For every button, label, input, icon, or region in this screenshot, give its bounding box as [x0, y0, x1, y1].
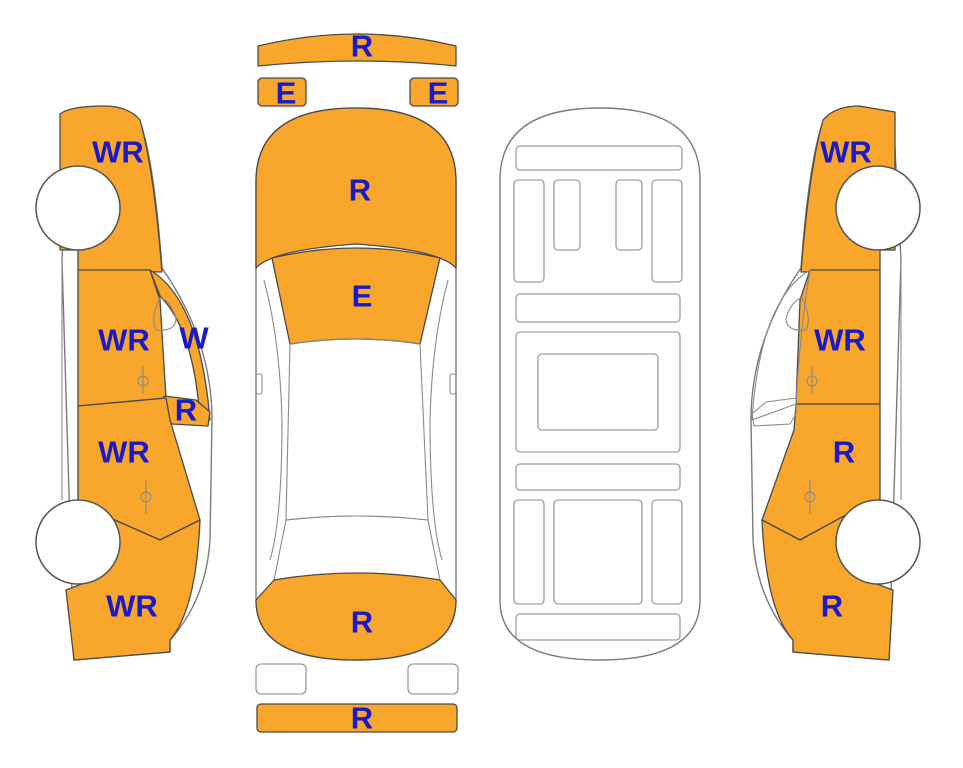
left-console — [553, 179, 581, 251]
hood-panel[interactable] — [255, 107, 457, 269]
right-front-lock — [806, 375, 818, 387]
right-rear-lock — [804, 491, 816, 503]
left-front-lock — [137, 375, 149, 387]
front-bumper-panel[interactable] — [257, 33, 457, 67]
left-front-wheel — [35, 165, 121, 251]
roof-outline — [285, 338, 429, 521]
right-rear-door-code: R — [833, 435, 855, 470]
floor-frame — [515, 331, 681, 453]
rear-bumper-panel[interactable] — [256, 703, 458, 733]
rear-crossbar — [515, 463, 681, 491]
hood-code: R — [349, 173, 371, 208]
left-front-door-panel[interactable] — [77, 269, 167, 407]
trunk-lid-code: R — [351, 605, 373, 640]
windshield-code: E — [352, 279, 373, 314]
right-front-seat — [651, 179, 683, 283]
dashboard — [515, 145, 683, 171]
left-rear-lock — [140, 491, 152, 503]
right-front-door-panel[interactable] — [795, 269, 881, 405]
right-front-fender-code: WR — [820, 135, 872, 170]
top-left-mirror — [255, 373, 263, 395]
left-rear-quarter-code: WR — [106, 589, 158, 624]
rear-center-seat — [553, 499, 643, 605]
left-taillight — [255, 663, 307, 695]
right-taillight — [407, 663, 459, 695]
rear-bumper-code: R — [351, 701, 373, 736]
front-bumper-code: R — [351, 29, 373, 64]
rear-shelf — [515, 613, 681, 641]
left-front-seat — [513, 179, 545, 283]
front-crossbar — [515, 293, 681, 323]
top-right-mirror — [449, 373, 457, 395]
right-side-trim — [429, 279, 449, 561]
left-front-door-code: WR — [98, 323, 150, 358]
left-front-window-code: W — [179, 321, 209, 356]
left-rear-seat — [513, 499, 545, 605]
rear-window — [273, 515, 441, 581]
floor-panel — [537, 353, 659, 431]
damage-code-labels: WR WR W R WR WR R E E R E R R WR WR R R — [92, 29, 872, 736]
left-headlight-panel[interactable] — [257, 77, 307, 107]
right-mirror-outline — [751, 397, 797, 427]
left-front-fender-code: WR — [92, 135, 144, 170]
left-front-window-panel[interactable] — [149, 269, 211, 421]
right-rear-wheel — [835, 499, 921, 585]
right-front-window-outline — [751, 269, 811, 421]
right-headlight-code: E — [428, 76, 449, 111]
interior-view — [499, 107, 701, 661]
right-headlight-panel[interactable] — [409, 77, 459, 107]
left-mirror-code: R — [175, 393, 197, 428]
right-console — [615, 179, 643, 251]
left-side-view — [35, 105, 213, 661]
right-front-door-code: WR — [814, 323, 866, 358]
right-side-view — [750, 105, 921, 661]
left-side-trim — [263, 279, 283, 561]
top-view — [255, 33, 459, 733]
left-headlight-code: E — [276, 76, 297, 111]
right-front-window-opening — [785, 297, 809, 331]
right-front-wheel — [835, 165, 921, 251]
interior-body-outline — [499, 107, 701, 661]
left-rear-door-code: WR — [98, 435, 150, 470]
right-rear-seat — [651, 499, 683, 605]
left-rear-wheel — [35, 499, 121, 585]
left-front-window-opening — [153, 297, 177, 331]
right-rear-quarter-code: R — [821, 589, 843, 624]
trunk-lid-panel[interactable] — [255, 572, 457, 661]
